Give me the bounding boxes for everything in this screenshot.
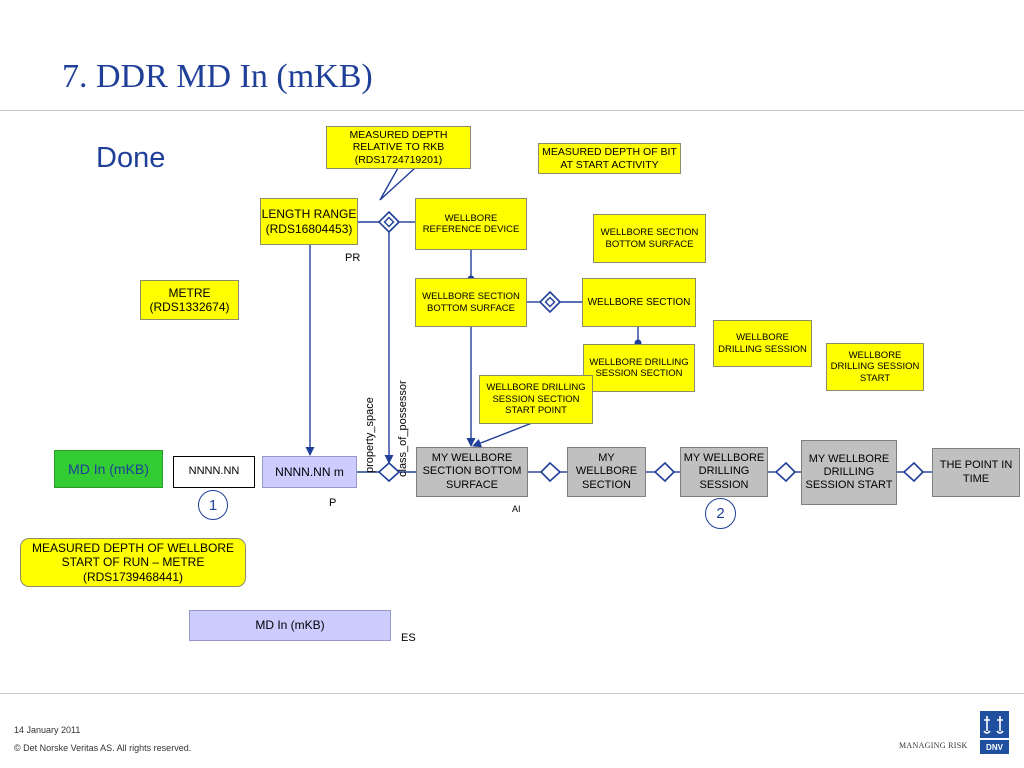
- footer-copyright: © Det Norske Veritas AS. All rights rese…: [14, 743, 192, 753]
- footer-tagline: MANAGING RISK: [899, 741, 968, 750]
- wellbore-drilling-session-section-box: WELLBORE DRILLING SESSION SECTION: [583, 344, 695, 392]
- dnv-logo-text: DNV: [986, 742, 1003, 752]
- md-in-bottom-box: MD In (mKB): [189, 610, 391, 641]
- wellbore-section-box: WELLBORE SECTION: [582, 278, 696, 327]
- class-of-possessor-label: class_of_possessor: [397, 380, 409, 477]
- wellbore-section-bottom-surface-box: WELLBORE SECTION BOTTOM SURFACE: [415, 278, 527, 327]
- status-text: Done: [96, 142, 166, 174]
- my-wellbore-section-box: MY WELLBORE SECTION: [567, 447, 646, 497]
- marker-2: 2: [705, 498, 736, 529]
- md-in-green-box: MD In (mKB): [54, 450, 163, 488]
- class-of-possessor-diamond-icon: [377, 461, 401, 483]
- my-wellbore-drilling-session-start-box: MY WELLBORE DRILLING SESSION START: [801, 440, 897, 505]
- footer-date: 14 January 2011: [14, 725, 81, 735]
- chain-diamond-icon-2: [653, 461, 676, 483]
- measured-depth-wellbore-start-box: MEASURED DEPTH OF WELLBORE START OF RUN …: [20, 538, 246, 587]
- chain-diamond-icon-1: [539, 461, 562, 483]
- my-wellbore-drilling-session-box: MY WELLBORE DRILLING SESSION: [680, 447, 768, 497]
- nnnn-nn-m-box: NNNN.NN m: [262, 456, 357, 488]
- metre-box: METRE (RDS1332674): [140, 280, 239, 320]
- the-point-in-time-box: THE POINT IN TIME: [932, 448, 1020, 497]
- dnv-logo-icon: [980, 711, 1009, 754]
- my-wellbore-section-bottom-surface-box: MY WELLBORE SECTION BOTTOM SURFACE: [416, 447, 528, 497]
- measured-depth-bit-box: MEASURED DEPTH OF BIT AT START ACTIVITY: [538, 143, 681, 174]
- property-space-label: property_space: [364, 397, 376, 473]
- start-point-arrow: [472, 422, 533, 448]
- marker-1: 1: [198, 490, 228, 520]
- wellbore-section-bottom-surface-top-box: WELLBORE SECTION BOTTOM SURFACE: [593, 214, 706, 263]
- nnnn-nn-box: NNNN.NN: [173, 456, 255, 488]
- wellbore-drilling-session-box: WELLBORE DRILLING SESSION: [713, 320, 812, 367]
- page-title: 7. DDR MD In (mKB): [62, 58, 373, 95]
- dnv-logo: DNV: [980, 711, 1009, 754]
- chain-diamond-icon-4: [902, 461, 925, 483]
- pr-label: PR: [345, 252, 361, 264]
- callout-pointer: [379, 167, 416, 201]
- p-label: P: [329, 497, 337, 509]
- length-range-box: LENGTH RANGE (RDS16804453): [260, 198, 358, 245]
- wellbore-drilling-session-section-start-point-box: WELLBORE DRILLING SESSION SECTION START …: [479, 375, 593, 424]
- wellbore-drilling-session-start-box: WELLBORE DRILLING SESSION START: [826, 343, 924, 391]
- ai-label: AI: [512, 504, 521, 514]
- measured-depth-rkb-box: MEASURED DEPTH RELATIVE TO RKB (RDS17247…: [326, 126, 471, 169]
- chain-diamond-icon-3: [774, 461, 797, 483]
- wellbore-reference-device-box: WELLBORE REFERENCE DEVICE: [415, 198, 527, 250]
- footer-divider: [0, 693, 1024, 694]
- es-label: ES: [401, 632, 416, 644]
- header-divider: [0, 110, 1024, 111]
